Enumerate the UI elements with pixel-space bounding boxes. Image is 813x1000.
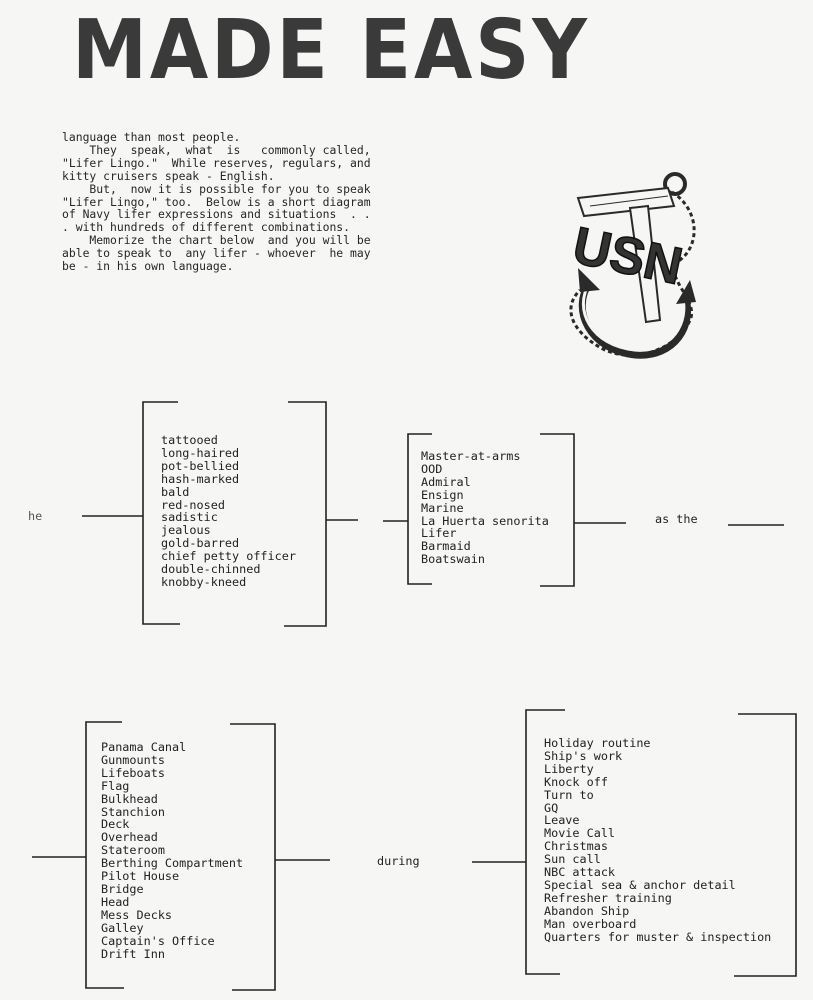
event-item: Leave — [544, 813, 580, 828]
place-item: Lifeboats — [101, 765, 165, 780]
event-item: Knock off — [544, 774, 608, 789]
event-item: Holiday routine — [544, 736, 651, 750]
adjective-item: jealous — [161, 523, 211, 538]
intro-line: kitty cruisers speak - English. — [62, 168, 275, 183]
event-item: Abandon Ship — [544, 903, 630, 918]
page-title: MADE EASY — [72, 3, 590, 98]
intro-line: They speak, what is commonly called, — [62, 142, 371, 157]
event-item: Man overboard — [544, 916, 637, 931]
event-item: Christmas — [544, 839, 608, 854]
place-item: Galley — [101, 920, 144, 935]
place-item: Captain's Office — [101, 933, 215, 948]
adjective-item: chief petty officer — [161, 549, 296, 564]
event-item: NBC attack — [544, 865, 616, 880]
intro-text: language than most people. They speak, w… — [62, 131, 412, 273]
place-item: Berthing Compartment — [101, 856, 244, 871]
adjective-item: bald — [161, 484, 190, 499]
place-item: Flag — [101, 778, 130, 793]
intro-line: be - in his own language. — [62, 259, 234, 274]
event-item: Turn to — [544, 787, 594, 802]
adjective-item: long-haired — [161, 445, 240, 460]
event-item: Liberty — [544, 761, 594, 776]
adjective-item: sadistic — [161, 510, 218, 525]
person-item: Admiral — [421, 474, 471, 489]
person-item: La Huerta senorita — [421, 513, 549, 528]
adjective-item: double-chinned — [161, 562, 261, 577]
person-item: Barmaid — [421, 539, 471, 554]
adjective-item: red-nosed — [161, 497, 225, 512]
place-item: Pilot House — [101, 869, 180, 884]
event-item: GQ — [544, 800, 559, 815]
place-item: Mess Decks — [101, 907, 173, 922]
intro-line: of Navy lifer expressions and situations… — [62, 207, 371, 222]
intro-line: But, now it is possible for you to speak — [62, 181, 371, 196]
event-item: Quarters for muster & inspection — [544, 929, 772, 944]
place-item: Drift Inn — [101, 946, 165, 961]
person-item: Boatswain — [421, 552, 485, 567]
place-item: Bridge — [101, 881, 144, 896]
adjective-item: tattooed — [161, 433, 218, 447]
person-item: Master-at-arms — [421, 449, 521, 463]
event-item: Refresher training — [544, 890, 672, 905]
place-item: Panama Canal — [101, 740, 187, 754]
adjective-item: gold-barred — [161, 536, 240, 551]
adjective-item: knobby-kneed — [161, 574, 247, 589]
place-item: Head — [101, 894, 130, 909]
place-item: Deck — [101, 817, 130, 832]
person-item: Ensign — [421, 487, 464, 502]
person-item: Lifer — [421, 526, 457, 541]
connector-during: during — [377, 854, 420, 868]
intro-line: able to speak to any lifer - whoever he … — [62, 246, 371, 261]
event-item: Ship's work — [544, 748, 623, 763]
intro-line: language than most people. — [62, 130, 241, 144]
intro-line: . with hundreds of different combination… — [62, 220, 351, 235]
place-item: Gunmounts — [101, 752, 165, 767]
adjective-item: pot-bellied — [161, 458, 240, 473]
intro-line: "Lifer Lingo," too. Below is a short dia… — [62, 194, 371, 209]
anchor-icon: USN — [567, 172, 696, 359]
event-item: Movie Call — [544, 826, 616, 841]
lead-fragment: he — [28, 509, 43, 523]
person-item: OOD — [421, 461, 443, 476]
person-item: Marine — [421, 500, 464, 515]
intro-line: "Lifer Lingo." While reserves, regulars,… — [62, 155, 371, 170]
adjective-item: hash-marked — [161, 471, 240, 486]
place-item: Overhead — [101, 830, 158, 845]
event-item: Sun call — [544, 852, 601, 867]
connector-as-the: as the — [655, 512, 698, 526]
event-item: Special sea & anchor detail — [544, 877, 736, 892]
place-item: Bulkhead — [101, 791, 158, 806]
intro-line: Memorize the chart below and you will be — [62, 233, 371, 248]
place-item: Stanchion — [101, 804, 165, 819]
place-item: Stateroom — [101, 843, 165, 858]
